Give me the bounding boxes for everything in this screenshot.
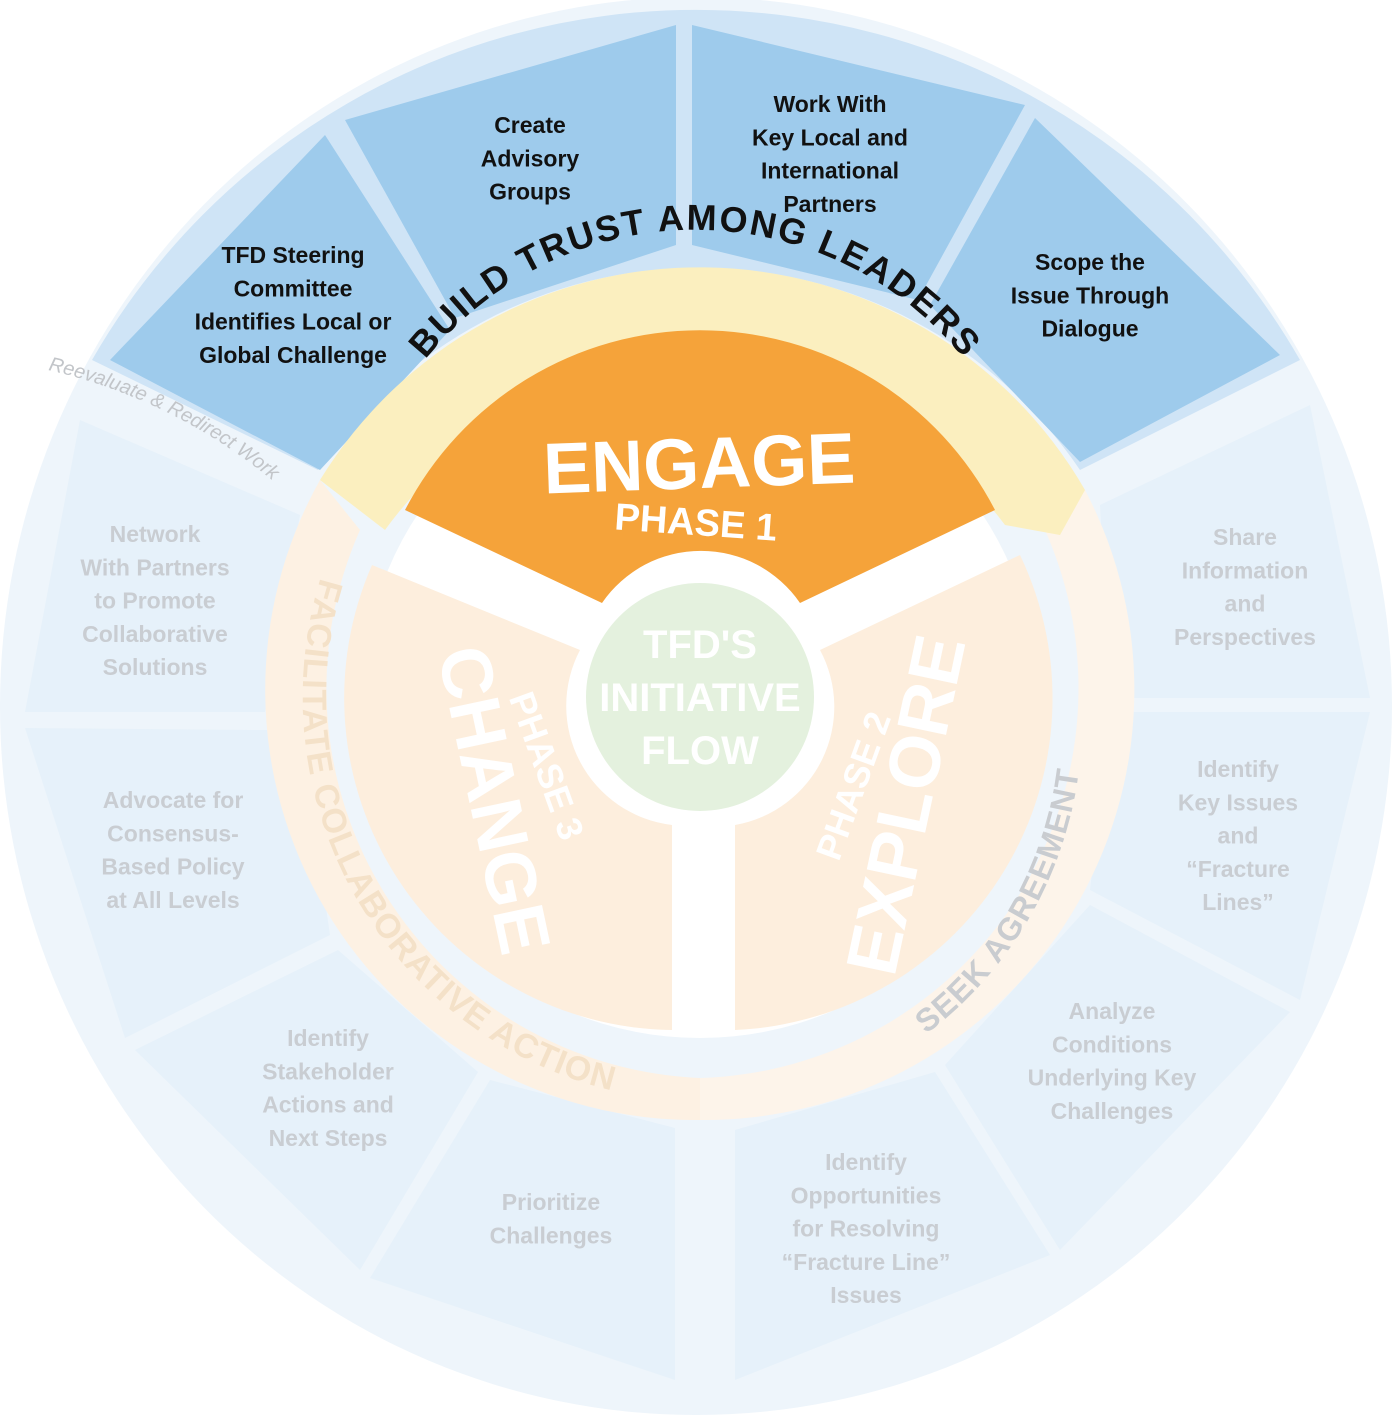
change-step-box-4 <box>25 420 300 712</box>
explore-step-2-line: Key Issues <box>1178 789 1298 815</box>
explore-step-3-line: Analyze <box>1069 998 1156 1024</box>
explore-step-3-line: Underlying Key <box>1028 1065 1197 1091</box>
engage-step-4-line: Issue Through <box>1011 282 1169 308</box>
explore-step-2-line: Lines” <box>1202 889 1274 915</box>
change-step-2-line: Next Steps <box>269 1125 388 1151</box>
engage-step-1-line: Global Challenge <box>199 342 387 368</box>
engage-step-box-3 <box>692 25 1025 300</box>
facilitate-band <box>265 480 700 1121</box>
change-step-4-line: to Promote <box>94 588 215 614</box>
explore-step-2-line: “Fracture <box>1186 856 1290 882</box>
explore-step-2-line: Identify <box>1197 756 1279 782</box>
explore-step-box-3 <box>945 905 1290 1250</box>
engage-phase-sector <box>405 330 995 603</box>
explore-step-4-line: “Fracture Line” <box>782 1249 951 1275</box>
engage-step-2-line: Create <box>494 112 566 138</box>
explore-step-1-line: Share <box>1213 524 1277 550</box>
engage-step-1-line: Identifies Local or <box>195 309 392 335</box>
engage-step-2-line: Advisory <box>481 145 580 171</box>
explore-step-4-line: Issues <box>830 1282 902 1308</box>
seek-band <box>700 490 1135 1121</box>
outer-step-boxes <box>25 25 1370 1380</box>
change-step-2-line: Stakeholder <box>262 1058 394 1084</box>
build-trust-band <box>320 267 1085 535</box>
explore-step-4-line: Identify <box>825 1149 907 1175</box>
explore-step-3-line: Challenges <box>1051 1098 1174 1124</box>
explore-step-4-line: Opportunities <box>791 1182 942 1208</box>
explore-step-1-line: Information <box>1182 557 1309 583</box>
engage-step-3-line: Key Local and <box>752 124 908 150</box>
center-line-2: INITIATIVE <box>599 676 800 720</box>
change-step-box-1 <box>370 1080 675 1380</box>
change-step-3-line: at All Levels <box>106 887 239 913</box>
explore-step-1-line: and <box>1225 591 1266 617</box>
explore-phase-sector <box>735 555 1053 1030</box>
ring-bands <box>265 267 1135 1121</box>
engage-step-3-line: Partners <box>783 191 876 217</box>
change-step-4-line: With Partners <box>80 554 229 580</box>
phase-sectors <box>344 330 1053 1030</box>
change-step-3-line: Consensus- <box>107 820 239 846</box>
change-step-box-3 <box>25 728 330 1038</box>
engage-step-box-2 <box>345 25 676 318</box>
engage-step-box-4 <box>930 118 1280 462</box>
center-line-3: FLOW <box>641 729 759 773</box>
change-step-1-line: Challenges <box>490 1222 613 1248</box>
engage-phase-name: ENGAGE <box>542 419 857 510</box>
change-step-4-line: Solutions <box>103 654 208 680</box>
change-step-4-line: Collaborative <box>82 621 228 647</box>
explore-step-1-line: Perspectives <box>1174 624 1316 650</box>
engage-step-1-line: TFD Steering <box>221 242 364 268</box>
engage-step-4-line: Dialogue <box>1041 316 1138 342</box>
explore-step-3-line: Conditions <box>1052 1031 1172 1057</box>
engage-step-box-1 <box>110 135 450 470</box>
change-step-box-2 <box>135 950 478 1270</box>
center-line-1: TFD'S <box>643 623 757 667</box>
engage-step-2-line: Groups <box>489 179 571 205</box>
explore-step-2-line: and <box>1218 823 1259 849</box>
center-circle <box>586 583 814 811</box>
explore-step-4-line: for Resolving <box>793 1216 940 1242</box>
engage-step-3-line: International <box>761 158 899 184</box>
center-title: TFD'S INITIATIVE FLOW <box>599 623 800 773</box>
engage-step-3-line: Work With <box>773 91 886 117</box>
engage-step-1-line: Committee <box>234 275 353 301</box>
change-step-3-line: Advocate for <box>103 787 244 813</box>
explore-step-box-2 <box>1090 712 1370 1000</box>
explore-step-box-4 <box>735 1072 1050 1380</box>
change-step-2-line: Identify <box>287 1025 369 1051</box>
explore-step-box-1 <box>1100 405 1370 698</box>
change-step-1-line: Prioritize <box>502 1189 600 1215</box>
change-phase-sector <box>344 565 672 1030</box>
engage-step-4-line: Scope the <box>1035 249 1145 275</box>
change-step-3-line: Based Policy <box>101 854 244 880</box>
change-step-4-line: Network <box>110 521 201 547</box>
change-step-2-line: Actions and <box>262 1092 394 1118</box>
